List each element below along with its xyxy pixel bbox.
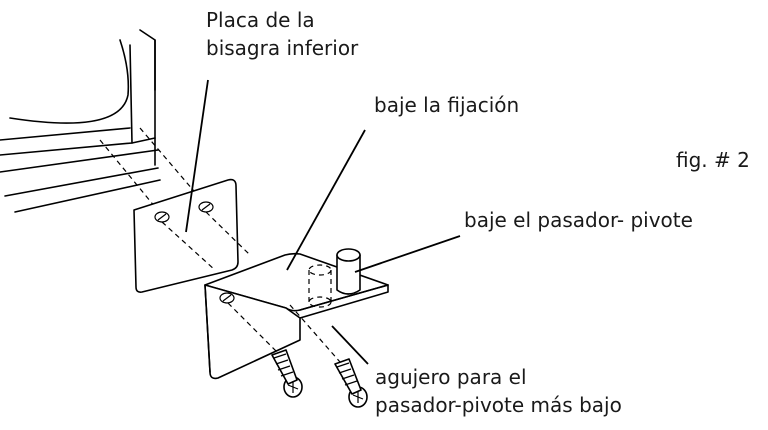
hole-label-line1: agujero para el: [375, 365, 527, 389]
lower-bracket-label: baje la fijación: [374, 93, 520, 117]
leader-lines: [185, 79, 461, 365]
screw-left: [271, 349, 303, 398]
lower-hinge-plate-label-line1: Placa de la: [206, 8, 315, 32]
pivot-pin-label: baje el pasador- pivote: [464, 208, 693, 232]
figure-number: fig. # 2: [676, 148, 750, 172]
lower-hinge-plate-label-line2: bisagra inferior: [206, 36, 359, 60]
screw-right: [334, 358, 368, 408]
alignment-lines-lower: [161, 211, 251, 271]
alignment-lines-screws: [227, 302, 341, 363]
lower-hinge-plate: [133, 178, 239, 293]
hole-label-line2: pasador-pivote más bajo: [375, 393, 622, 417]
cabinet-corner: [0, 29, 161, 213]
lower-bracket: [204, 248, 389, 380]
